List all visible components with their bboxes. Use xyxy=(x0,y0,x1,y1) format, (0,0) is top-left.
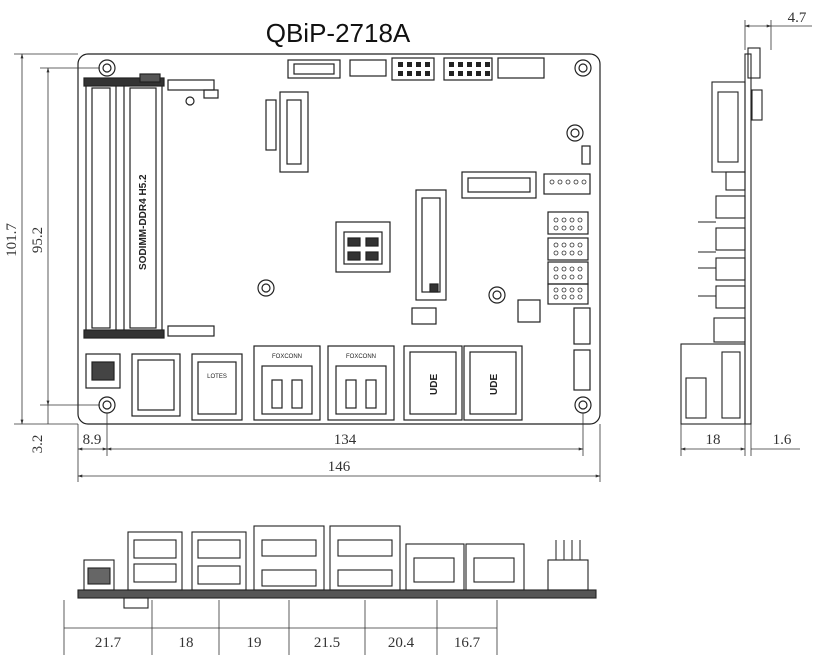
side-io-block xyxy=(680,343,746,425)
header-right-1 xyxy=(543,173,591,195)
dim-front-3: 19 xyxy=(247,635,262,651)
m2-slot-vertical xyxy=(415,189,447,301)
sodimm-label: SODIMM-DDR4 H5.2 xyxy=(138,174,149,270)
dim-pcb-thickness: 1.6 xyxy=(773,432,792,448)
header-right-3 xyxy=(547,237,589,261)
header-2x5 xyxy=(443,57,493,81)
mounting-hole-mid xyxy=(488,286,506,304)
dim-width-total: 146 xyxy=(328,459,351,475)
dim-depth: 18 xyxy=(706,432,721,448)
lan-port-1 xyxy=(403,345,463,421)
mounting-hole-top-left xyxy=(98,59,116,77)
front-hdmi-2 xyxy=(329,525,401,591)
usb-port xyxy=(191,353,243,421)
mounting-hole-right xyxy=(566,124,584,142)
drawing-title: QBiP-2718A xyxy=(266,18,411,48)
usb-brand: LOTES xyxy=(207,374,227,380)
chip-small xyxy=(411,307,437,325)
dim-left-offset: 8.9 xyxy=(83,432,102,448)
dim-front-5: 20.4 xyxy=(388,635,415,651)
dim-bottom-offset: 3.2 xyxy=(30,435,46,454)
usb-stack xyxy=(131,353,181,417)
small-caps-top xyxy=(185,89,219,106)
hdmi-brand-1: FOXCONN xyxy=(272,354,302,360)
mounting-hole-bottom-left xyxy=(98,396,116,414)
dim-front-2: 18 xyxy=(179,635,194,651)
dim-height-total: 101.7 xyxy=(4,223,20,257)
sim-card-slot xyxy=(335,221,391,273)
front-usb-stack xyxy=(127,531,183,591)
side-pcb xyxy=(744,53,752,425)
hdmi-port-1 xyxy=(253,345,321,421)
dim-top-thickness: 4.7 xyxy=(788,10,807,26)
front-hdmi-1 xyxy=(253,525,325,591)
top-view-dimensions xyxy=(14,53,601,482)
front-usb-port xyxy=(191,531,247,591)
sodimm-slots xyxy=(83,73,215,339)
front-lan-2 xyxy=(465,543,525,591)
dim-hole-span: 134 xyxy=(334,432,357,448)
chip-bga xyxy=(517,299,541,323)
dim-height-inner: 95.2 xyxy=(30,227,46,253)
side-view xyxy=(680,47,763,425)
front-lan-1 xyxy=(405,543,465,591)
hdmi-brand-2: FOXCONN xyxy=(346,354,376,360)
dim-front-6: 16.7 xyxy=(454,635,481,651)
header-right-small xyxy=(581,145,591,165)
header-4pin-1 xyxy=(349,59,387,77)
front-view-dimensions xyxy=(63,600,498,655)
top-view: SODIMM-DDR4 H5.2 xyxy=(77,53,601,425)
header-right-2 xyxy=(547,211,589,235)
header-right-5 xyxy=(547,283,589,305)
top-fpc-connector xyxy=(287,59,341,79)
header-4pin-2 xyxy=(497,57,545,79)
vertical-connector xyxy=(279,91,309,173)
front-view xyxy=(77,525,597,609)
audio-jack xyxy=(85,353,121,389)
mounting-hole-center xyxy=(257,279,275,297)
hdmi-port-2 xyxy=(327,345,395,421)
lan-port-2 xyxy=(463,345,523,421)
dim-front-1: 21.7 xyxy=(95,635,122,651)
header-2x4 xyxy=(391,57,435,81)
connector-right-vertical xyxy=(573,307,591,345)
header-2x5-right xyxy=(573,349,591,391)
mounting-hole-top-right xyxy=(574,59,592,77)
mounting-hole-bottom-right xyxy=(574,396,592,414)
header-right-4 xyxy=(547,261,589,285)
lan-logo-1: UDE xyxy=(429,374,440,395)
m2-slot-horizontal xyxy=(461,171,537,199)
board-outline xyxy=(77,53,601,425)
lan-logo-2: UDE xyxy=(489,374,500,395)
side-view-dimensions xyxy=(680,20,812,456)
front-pcb xyxy=(77,589,597,599)
dim-front-4: 21.5 xyxy=(314,635,340,651)
